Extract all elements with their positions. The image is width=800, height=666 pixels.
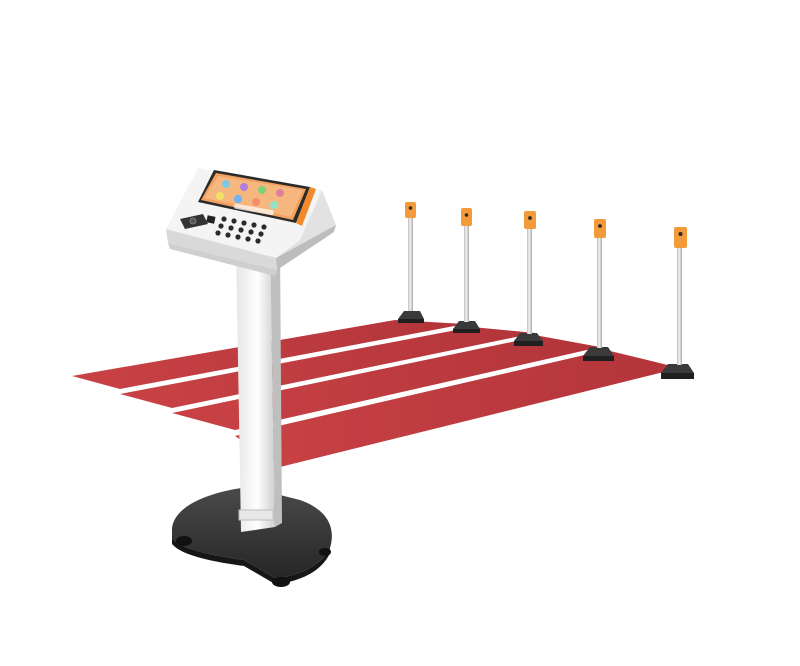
keypad-key[interactable] [241, 220, 247, 226]
app-icon[interactable] [234, 195, 242, 203]
keypad-key[interactable] [255, 238, 261, 244]
sensor-post-1 [398, 202, 424, 323]
foot-left [176, 536, 192, 546]
sensor-head [594, 219, 606, 238]
sensor-lens-icon [464, 213, 469, 217]
keypad-key[interactable] [215, 230, 221, 236]
track-lanes [72, 320, 680, 467]
sensor-post-2 [453, 208, 480, 333]
app-icon[interactable] [240, 183, 248, 191]
sensor-lens-icon [408, 206, 413, 210]
nfc-icon [189, 217, 197, 225]
sensor-post-4 [583, 219, 614, 361]
sensor-head [524, 211, 536, 229]
sensor-post-5 [661, 227, 694, 379]
keypad-key[interactable] [221, 216, 227, 222]
kiosk-terminal [166, 168, 336, 587]
keypad-key[interactable] [248, 229, 254, 235]
keypad-key[interactable] [235, 234, 241, 240]
app-icon[interactable] [216, 192, 224, 200]
card-reader[interactable] [180, 214, 216, 229]
touch-screen[interactable] [201, 173, 306, 220]
lane-4 [235, 350, 680, 467]
keypad-key[interactable] [238, 227, 244, 233]
keypad-key[interactable] [261, 224, 267, 230]
sensor-lens-icon [528, 216, 532, 220]
sensor-head [405, 202, 416, 218]
lane-2 [120, 327, 535, 408]
kiosk-column [236, 240, 282, 532]
keypad[interactable] [215, 216, 267, 244]
sensor-post-3 [514, 211, 543, 346]
app-icon[interactable] [258, 186, 266, 194]
foot-right [272, 577, 290, 587]
app-icon[interactable] [270, 201, 278, 209]
sensor-lens-icon [598, 224, 602, 228]
keypad-key[interactable] [245, 236, 251, 242]
kiosk-base [172, 487, 332, 587]
keypad-key[interactable] [218, 223, 224, 229]
keypad-key[interactable] [228, 225, 234, 231]
sensor-head [461, 208, 472, 226]
column-bracket [238, 509, 274, 521]
foot-back [319, 548, 331, 556]
app-icon[interactable] [222, 180, 230, 188]
sensor-head [674, 227, 687, 248]
app-icon[interactable] [252, 198, 260, 206]
keypad-key[interactable] [258, 231, 264, 237]
sensor-posts [398, 202, 694, 379]
app-icon[interactable] [276, 189, 284, 197]
sensor-lens-icon [678, 232, 683, 236]
keypad-key[interactable] [251, 222, 257, 228]
keypad-key[interactable] [225, 232, 231, 238]
keypad-key[interactable] [231, 218, 237, 224]
accent-strip [296, 187, 316, 226]
kiosk-head [166, 168, 336, 276]
